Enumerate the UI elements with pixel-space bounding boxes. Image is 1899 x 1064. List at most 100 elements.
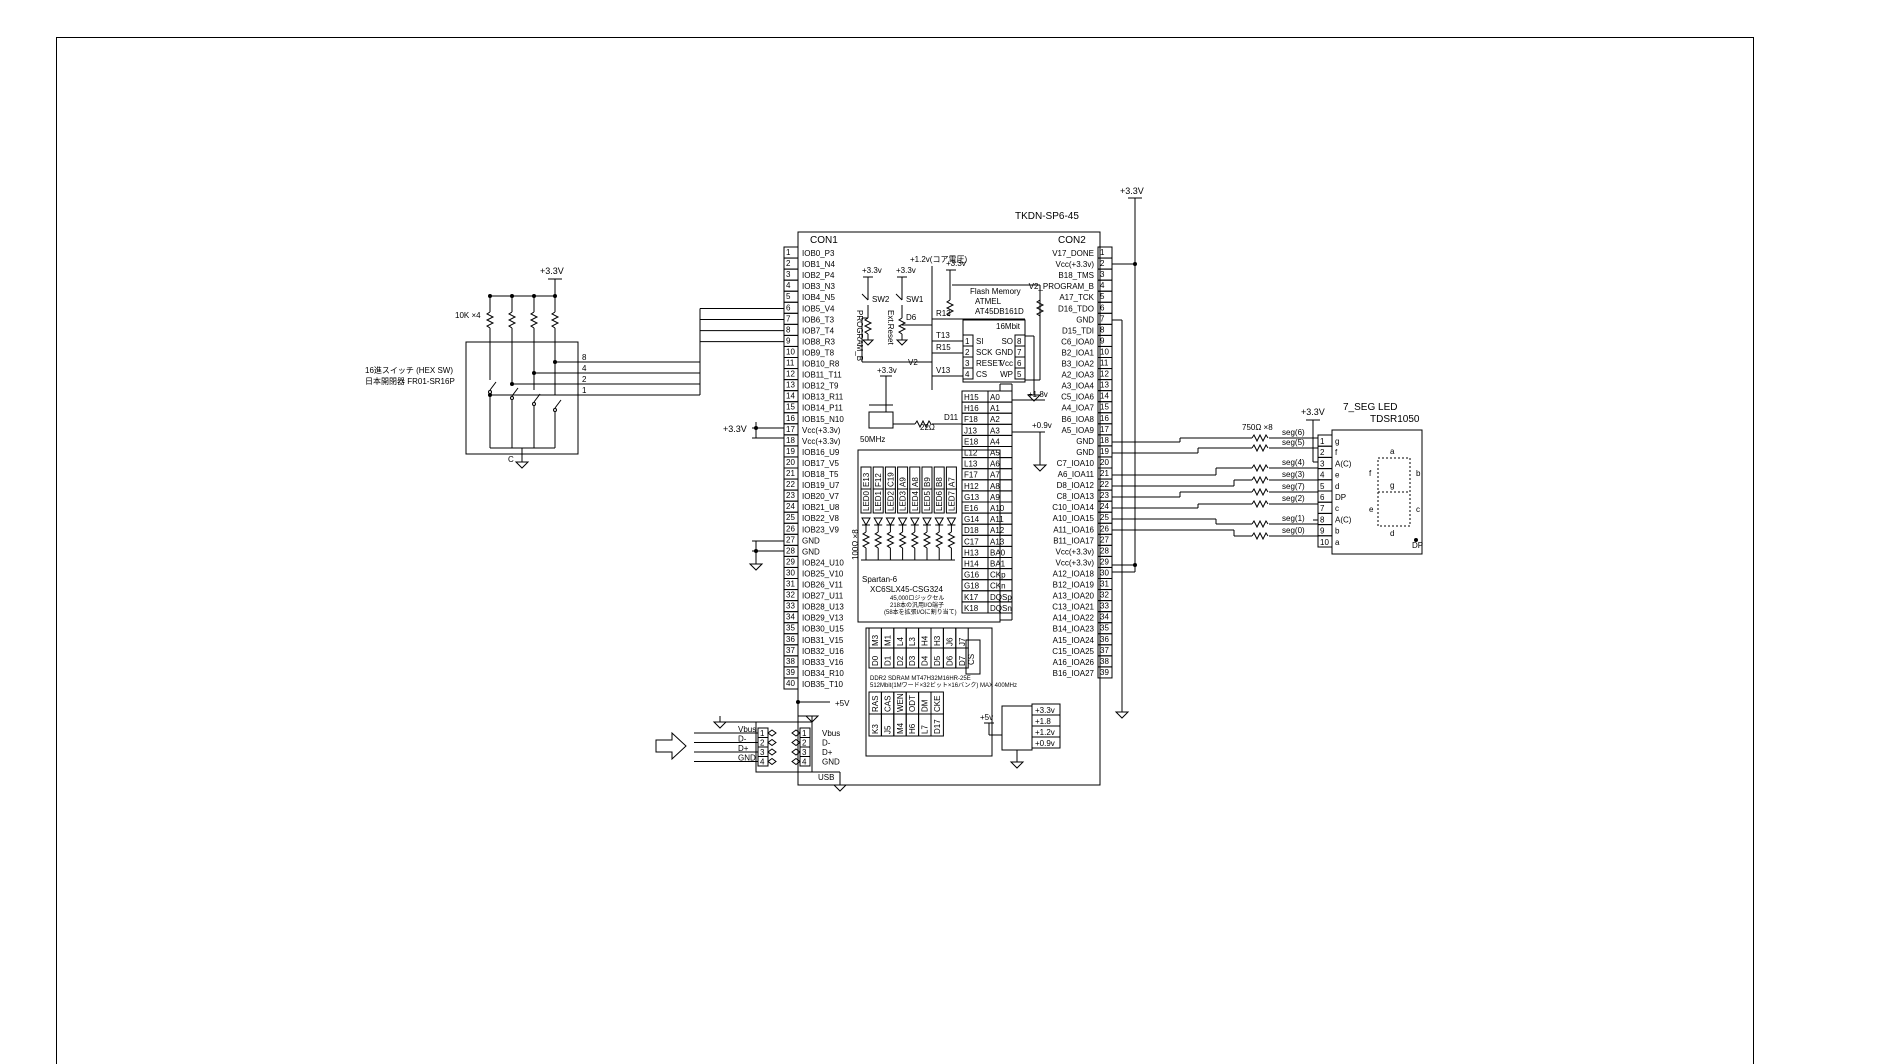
con1-pin-number: 4 [786, 281, 791, 290]
con2-pin-label: A16_IOA26 [1053, 658, 1095, 667]
con1-pin-number: 13 [786, 381, 795, 390]
ram-pin-label: RAS [871, 696, 880, 712]
segment-label: seg(0) [1282, 526, 1305, 535]
con2-pin-cell [1097, 666, 1113, 679]
con2-pin-label: A12_IOA18 [1053, 569, 1095, 578]
fpga-note3: (58本を拡張I/Oに割り当て) [884, 608, 957, 616]
segment-label: seg(4) [1282, 458, 1305, 467]
con2-pin-label: A2_IOA3 [1062, 371, 1095, 380]
addr-pin-label: A11 [990, 515, 1004, 524]
led-resistor [886, 531, 895, 549]
segment-resistor [1251, 499, 1269, 509]
addr-pin-label: A1 [990, 404, 1000, 413]
con2-pin-number: 16 [1100, 414, 1109, 423]
board-title: TKDN-SP6-45 [1015, 211, 1079, 222]
con1-pin-label: IOB33_V16 [802, 658, 844, 667]
led-diode-icon [934, 517, 945, 527]
con2-pin-number: 31 [1100, 580, 1109, 589]
led-name-label: LED1 [874, 490, 883, 511]
con1-pin-number: 27 [786, 535, 795, 544]
addr-net-label: L13 [964, 460, 978, 469]
led-net-label: F12 [874, 473, 883, 487]
con1-pin-number: 9 [786, 336, 791, 345]
ram-net-label: H6 [908, 723, 917, 734]
con2-pin-label: A4_IOA7 [1062, 404, 1095, 413]
con2-pin-label: C15_IOA25 [1052, 647, 1094, 656]
ram-pins: M3D0M1D1L4D2L3D3H4D4H3D5J6D6J7D7RASK3CAS… [868, 627, 981, 737]
con1-pin-number: 19 [786, 447, 795, 456]
ram-pin-label: DM [921, 699, 930, 712]
con2-pin-number: 14 [1100, 392, 1109, 401]
v33-flash: +3.3v [946, 259, 966, 268]
con1-pin-label: IOB32_U16 [802, 647, 844, 656]
pullup-resistor [507, 311, 517, 329]
fpga-part: XC6SLX45-CSG324 [870, 585, 943, 594]
led-resistor [874, 531, 883, 549]
addr-pin-label: A13 [990, 537, 1005, 546]
con1-pin-label: IOB16_U9 [802, 448, 840, 457]
con2-pin-label: B12_IOA19 [1053, 581, 1095, 590]
addr-net-label: H15 [964, 393, 979, 402]
segment-label: seg(6) [1282, 428, 1305, 437]
con2-pin-label: A13_IOA20 [1053, 592, 1095, 601]
addr-pin-label: A7 [990, 471, 1000, 480]
addr-pin-label: A10 [990, 504, 1005, 513]
led-pin-number: 4 [1320, 471, 1325, 480]
ram-pin-label: D3 [908, 655, 917, 666]
led-array: E13LED0F12LED1C19LED2A9LED3A8LED4B9LED5B… [860, 466, 957, 561]
con1-pin-number: 37 [786, 646, 795, 655]
usb-contact [791, 729, 801, 737]
led-pin-label: f [1335, 448, 1338, 457]
con2-pin-label: C5_IOA6 [1061, 393, 1094, 402]
con1-pin-label: Vcc(+3.3v) [802, 437, 841, 446]
ram-pin-label: D1 [883, 655, 892, 666]
segment-label: seg(2) [1282, 494, 1305, 503]
con2-pin-number: 33 [1100, 602, 1109, 611]
led-name-label: LED2 [886, 490, 895, 511]
junction-dot [553, 294, 557, 298]
con1-title: CON1 [810, 235, 838, 246]
con1-pin-label: IOB35_T10 [802, 680, 843, 689]
con2-pin-label: V17_DONE [1052, 249, 1094, 258]
led-pin-cell [1317, 535, 1333, 548]
ram-net-label: J7 [958, 637, 967, 646]
led-name-label: LED3 [899, 490, 908, 511]
con1-pin-number: 31 [786, 580, 795, 589]
con2-pin-label: C13_IOA21 [1052, 603, 1094, 612]
con1-pin-number: 22 [786, 480, 795, 489]
addr-pin-label: A4 [990, 437, 1000, 446]
con2-pin-number: 17 [1100, 425, 1109, 434]
addr-net-label: F17 [964, 471, 978, 480]
usb-left-label: GND [738, 754, 756, 763]
con1-pin-label: IOB25_V10 [802, 569, 844, 578]
core-voltage: +1.2v(コア電圧) [910, 255, 967, 264]
reg-out-cell [1031, 736, 1061, 749]
led-diode-icon [861, 517, 871, 527]
addr-pin-label: BA1 [990, 560, 1006, 569]
ram-pin-label: D7 [958, 655, 967, 666]
con1-pin-number: 26 [786, 524, 795, 533]
usb-left-number: 4 [760, 758, 765, 767]
con2-pin-label: Vcc(+3.3v) [1056, 547, 1095, 556]
con1-pin-label: IOB4_N5 [802, 293, 835, 302]
addr-pin-label: A2 [990, 415, 1000, 424]
usb-right-number: 1 [802, 729, 807, 738]
flash-pin-number: 1 [965, 337, 970, 346]
pulldown-resistor [897, 317, 907, 335]
reg-out-label: +1.8 [1035, 717, 1051, 726]
con1-pin-label: IOB22_V8 [802, 514, 839, 523]
con1-pin-label: GND [802, 547, 820, 556]
led-pin-number: 10 [1320, 538, 1329, 547]
addr-net-label: H16 [964, 404, 979, 413]
led-pin-number: 7 [1320, 504, 1325, 513]
ram-cs: CS [967, 654, 976, 665]
segment-resistor [1251, 433, 1269, 443]
con2-pin-label: D16_TDO [1058, 304, 1094, 313]
addr-pin-label: CKn [990, 582, 1006, 591]
flash-pin-label: CS [976, 370, 987, 379]
led-resistor [922, 531, 932, 549]
led-res: 750Ω ×8 [1242, 423, 1273, 432]
con1-pin-number: 5 [786, 292, 791, 301]
usb-right-number: 2 [802, 739, 807, 748]
